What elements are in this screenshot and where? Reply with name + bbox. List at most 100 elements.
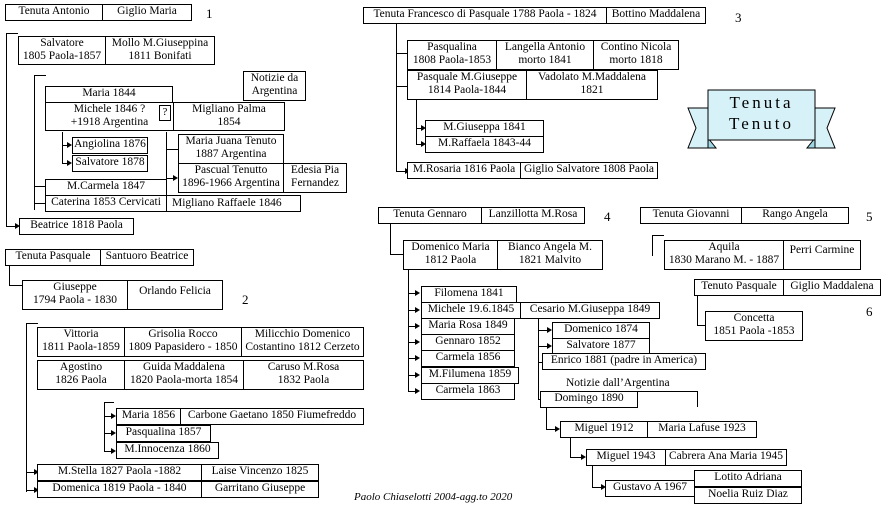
name-label: M.Innocenza 1860 xyxy=(124,443,211,455)
person-mstella: M.Stella 1827 Paola -1882 xyxy=(37,464,202,481)
name-label: Giglio Maria xyxy=(117,5,177,17)
spouse-contino: Contino Nicola morto 1818 xyxy=(593,40,679,70)
spouse-perri: Perri Carmine xyxy=(783,240,861,270)
name-label: Santuoro Beatrice xyxy=(105,250,189,262)
name-label: Bianco Angela M. xyxy=(508,241,592,253)
spouse-guida: Guida Maddalena 1820 Paola-morta 1854 xyxy=(124,360,244,390)
dates-label: 1812 Paola xyxy=(424,254,477,266)
name-label: Pasquale M.Giuseppe xyxy=(416,71,518,83)
name-label: Agostino xyxy=(59,361,103,373)
name-label: Tenuta Giovanni xyxy=(652,208,730,220)
dates-label: 1820 Paola-morta 1854 xyxy=(130,374,238,386)
name-label: Tenuta Pasquale xyxy=(15,250,91,262)
person-salvatore-1878: Salvatore 1878 xyxy=(72,155,148,172)
name-label: Perri Carmine xyxy=(789,244,855,256)
name-label: Domenico 1874 xyxy=(564,323,638,335)
name-label: Salvatore 1877 xyxy=(566,339,636,351)
name-label: Concetta xyxy=(733,312,775,324)
spouse-mollo: Mollo M.Giuseppina 1811 Bonifati xyxy=(105,36,215,65)
name-label: Maria Rosa 1849 xyxy=(428,319,508,331)
person-maria-1856: Maria 1856 xyxy=(116,408,181,425)
person-filomena: Filomena 1841 xyxy=(421,286,517,303)
dates-label: morto 1841 xyxy=(518,54,572,66)
dates-label: 1811 Paola-1859 xyxy=(42,341,120,353)
name-label: Vadolato M.Maddalena xyxy=(538,71,646,83)
group-number: 3 xyxy=(735,10,742,25)
name-label: Enrico 1881 (padre in America) xyxy=(550,354,698,366)
name-label: Pasqualina 1857 xyxy=(125,426,202,438)
name-label: Lanzillotta M.Rosa xyxy=(488,208,578,220)
name-label: Aquila xyxy=(708,241,740,253)
dates-label: 1805 Paola-1857 xyxy=(22,50,102,62)
name-label: Miguel 1943 xyxy=(596,450,656,462)
name-label: Noelia Ruiz Diaz xyxy=(708,488,788,500)
person-enrico: Enrico 1881 (padre in America) xyxy=(542,353,706,370)
name-label: Carmela 1863 xyxy=(435,384,501,396)
dates-label: 1896-1966 Argentina xyxy=(182,177,280,189)
group-number: 2 xyxy=(242,292,249,307)
person-maria-juana: Maria Juana Tenuto 1887 Argentina xyxy=(178,134,284,164)
name-label: Domenico Maria xyxy=(411,241,490,253)
person-pasqualina-1808: Pasqualina 1808 Paola-1853 xyxy=(407,40,497,70)
name-label: Vittoria xyxy=(63,328,99,340)
person-angiolina: Angiolina 1876 xyxy=(72,137,148,154)
spouse-langella: Langella Antonio morto 1841 xyxy=(496,40,594,70)
person-vittoria: Vittoria 1811 Paola-1859 xyxy=(37,327,125,357)
name-label: Cesario M.Giuseppa 1849 xyxy=(529,303,651,315)
name-label: Lotito Adriana xyxy=(714,471,782,483)
name-label: M.Giuseppa 1841 xyxy=(443,121,526,133)
dates-label: 1808 Paola-1853 xyxy=(412,54,492,66)
name-label: M.Carmela 1847 xyxy=(67,180,145,192)
person-agostino: Agostino 1826 Paola xyxy=(37,360,125,390)
person-miguel-1912: Miguel 1912 xyxy=(560,421,648,438)
name-label: Beatrice 1818 Paola xyxy=(30,219,123,231)
spouse-lafuse: Maria Lafuse 1923 xyxy=(647,421,757,438)
dates-label: 1821 Malvito xyxy=(518,254,582,266)
person-tenuta-pasquale: Tenuta Pasquale xyxy=(5,249,101,266)
spouse-santuoro: Santuoro Beatrice xyxy=(100,249,194,266)
name-label: Maria Juana Tenuto xyxy=(185,135,277,147)
name-label: Garritano Giuseppe xyxy=(214,482,306,494)
person-concetta: Concetta 1851 Paola -1853 xyxy=(705,311,803,341)
person-mfilumena: M.Filumena 1859 xyxy=(421,367,519,384)
name-label: Milicchio Domenico xyxy=(254,328,351,340)
person-mcarmela: M.Carmela 1847 xyxy=(45,179,167,196)
note-line: Notizie da xyxy=(250,72,299,84)
person-michele-1846: Michele 1846 ? +1918 Argentina xyxy=(45,102,174,131)
spouse-carbone: Carbone Gaetano 1850 Fiumefreddo xyxy=(180,408,364,425)
person-minnocenza: M.Innocenza 1860 xyxy=(116,442,219,459)
name-label: Orlando Felicia xyxy=(139,285,211,297)
name-label: Bottino Maddalena xyxy=(611,8,701,20)
name-label: Cabrera Ana Maria 1945 xyxy=(668,450,783,462)
spouse-bottino: Bottino Maddalena xyxy=(606,7,706,24)
name-label: Edesia Pia xyxy=(290,164,340,176)
name-label: Gennaro 1852 xyxy=(435,335,501,347)
name-label: Migliano Palma xyxy=(192,103,266,115)
question-mark-box: ? xyxy=(159,105,171,121)
person-maria-rosa-1849: Maria Rosa 1849 xyxy=(421,318,515,335)
name-label: Michele 1846 ? xyxy=(73,103,146,115)
person-domenico-maria: Domenico Maria 1812 Paola xyxy=(403,240,498,270)
person-carmela-1856: Carmela 1856 xyxy=(421,350,515,367)
name-label: Caruso M.Rosa xyxy=(267,361,340,373)
name-label: Tenuto Pasquale xyxy=(701,280,777,292)
dates-label: 1826 Paola xyxy=(55,374,107,386)
spouse-garritano: Garritano Giuseppe xyxy=(201,481,319,498)
name-label: Maria 1856 xyxy=(121,409,176,421)
name-label: Giglio Salvatore 1808 Paola xyxy=(524,163,654,175)
note-line: Argentina xyxy=(251,85,298,97)
spouse-cabrera: Cabrera Ana Maria 1945 xyxy=(665,449,787,466)
person-tenuta-giovanni: Tenuta Giovanni xyxy=(640,207,742,224)
dates-label: 1832 Paola xyxy=(277,374,330,386)
name-label: Michele 19.6.1845 xyxy=(427,303,515,315)
family-name-banner: Tenuta Tenuto xyxy=(684,86,839,156)
name-label: Fernandez xyxy=(291,177,339,189)
dates-label: +1918 Argentina xyxy=(70,116,149,128)
name-label: Rango Angela xyxy=(762,208,828,220)
person-michele-1845: Michele 19.6.1845 xyxy=(421,302,521,319)
person-pascual: Pascual Tenutto 1896-1966 Argentina xyxy=(178,163,284,193)
spouse-lanzillotta: Lanzillotta M.Rosa xyxy=(481,207,585,224)
group-number: 6 xyxy=(866,304,873,319)
spouse-vadolato: Vadolato M.Maddalena 1821 xyxy=(526,70,658,100)
spouse-noelia: Noelia Ruiz Diaz xyxy=(694,487,802,504)
